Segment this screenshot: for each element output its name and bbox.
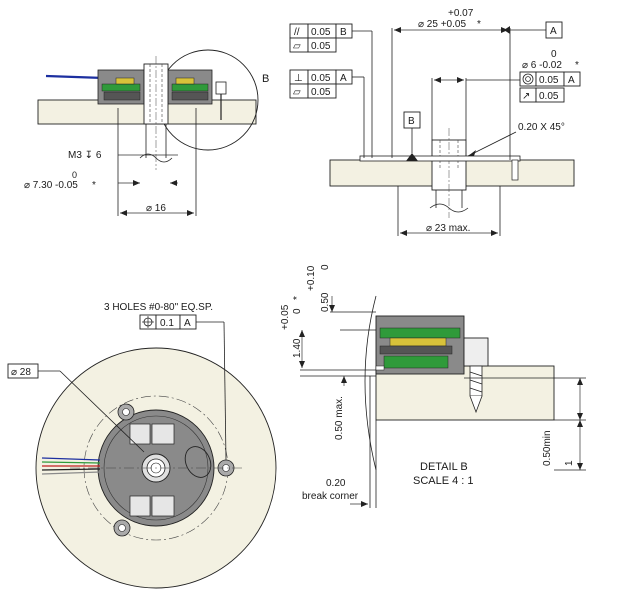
dia6-upper: 0 bbox=[551, 49, 557, 60]
dia6-star: * bbox=[575, 60, 579, 71]
dim-010-zero: 0 bbox=[320, 264, 331, 270]
inner-left bbox=[103, 91, 141, 101]
fcf-flatness-1: ▱ 0.05 bbox=[289, 37, 337, 53]
bottom-left-top-view: ⌀ 28 3 HOLES #0-80" EQ.SP. 0.1 A bbox=[7, 302, 277, 589]
detail-scale: SCALE 4 : 1 bbox=[413, 475, 474, 487]
dim-050-max: 0.50 max. bbox=[334, 396, 345, 440]
dia23: ⌀ 23 max. bbox=[426, 223, 470, 234]
inner-right bbox=[171, 91, 209, 101]
dim-005: +0.05 bbox=[280, 304, 291, 330]
dim-050-min: 0.50min bbox=[542, 430, 553, 466]
svg-text:A: A bbox=[340, 73, 347, 84]
dia25: ⌀ 25 +0.05 bbox=[418, 19, 466, 30]
magnet-right bbox=[175, 77, 195, 85]
dim-1: 1 bbox=[564, 460, 575, 466]
break-value: 0.20 bbox=[326, 478, 346, 489]
cable-bundle bbox=[41, 457, 101, 475]
screw-head bbox=[215, 81, 227, 95]
mounting-hole-1 bbox=[117, 403, 135, 421]
svg-text://: // bbox=[294, 27, 300, 38]
dia25-star: * bbox=[477, 19, 481, 30]
svg-text:0.05: 0.05 bbox=[311, 41, 331, 52]
top-right-section-view: // 0.05 B ▱ 0.05 ⊥ 0.05 A ▱ 0.05 bbox=[289, 8, 581, 236]
disk bbox=[359, 155, 521, 162]
fcf-position: 0.1 A bbox=[139, 314, 197, 330]
dim-140: 1.40 bbox=[292, 338, 303, 358]
fcf-perpendicular: ⊥ 0.05 A bbox=[289, 69, 353, 85]
svg-text:0.05: 0.05 bbox=[311, 87, 331, 98]
svg-text:A: A bbox=[568, 75, 575, 86]
detail-b-view: +0.10 0 0.50 +0.05 0 * 1.40 0.50 max. 0.… bbox=[280, 264, 586, 508]
svg-text:0.05: 0.05 bbox=[311, 27, 331, 38]
dia6: ⌀ 6 -0.02 bbox=[522, 60, 562, 71]
svg-text:B: B bbox=[408, 116, 415, 127]
dim-010: +0.10 bbox=[306, 265, 317, 291]
bore-star: * bbox=[92, 180, 96, 191]
detail-title: DETAIL B bbox=[420, 461, 468, 473]
dim-050: 0.50 bbox=[320, 292, 331, 312]
detail-screw-head bbox=[463, 337, 489, 367]
datum-b-box: B bbox=[403, 111, 421, 129]
detail-b-callout: B bbox=[262, 73, 269, 85]
svg-text:▱: ▱ bbox=[293, 41, 301, 52]
bore-diameter: ⌀ 7.30 -0.05 bbox=[24, 180, 78, 191]
svg-text:⌀ 28: ⌀ 28 bbox=[11, 367, 31, 378]
svg-text:A: A bbox=[550, 26, 557, 37]
svg-text:B: B bbox=[340, 27, 347, 38]
dim-005-star: * bbox=[292, 296, 303, 300]
magnet-left bbox=[115, 77, 135, 85]
mounting-hole-3 bbox=[113, 519, 131, 537]
dim-005-zero: 0 bbox=[292, 308, 303, 314]
datum-a-box: A bbox=[545, 21, 563, 39]
fcf-runout: ↗ 0.05 bbox=[519, 87, 565, 103]
fcf-flatness-2: ▱ 0.05 bbox=[289, 83, 337, 99]
cable bbox=[45, 74, 105, 80]
svg-text:⊥: ⊥ bbox=[294, 73, 303, 84]
chamfer-note: 0.20 X 45° bbox=[518, 122, 565, 133]
break-label: break corner bbox=[302, 491, 359, 502]
holes-note: 3 HOLES #0-80" EQ.SP. bbox=[104, 302, 213, 313]
svg-text:A: A bbox=[184, 318, 191, 329]
detail-boundary bbox=[364, 295, 377, 471]
pcb-right bbox=[171, 83, 209, 92]
dia28-label: ⌀ 28 bbox=[7, 363, 39, 379]
bore-tol-upper: 0 bbox=[72, 170, 77, 180]
fcf-concentric: 0.05 A bbox=[519, 71, 581, 87]
svg-text:↗: ↗ bbox=[522, 91, 530, 102]
thread-note: M3 ↧ 6 bbox=[68, 150, 102, 161]
fcf-parallel: // 0.05 B bbox=[289, 23, 353, 39]
svg-text:▱: ▱ bbox=[293, 87, 301, 98]
svg-text:0.1: 0.1 bbox=[160, 318, 174, 329]
svg-text:0.05: 0.05 bbox=[539, 75, 559, 86]
detail-plate bbox=[375, 365, 555, 421]
top-left-section-view: B M3 ↧ 6 0 ⌀ 7.30 -0.05 * bbox=[24, 49, 269, 216]
pcb-left bbox=[101, 83, 141, 92]
svg-text:0.05: 0.05 bbox=[311, 73, 331, 84]
dia25-upper: +0.07 bbox=[448, 8, 474, 19]
shaft-extension bbox=[145, 124, 167, 158]
svg-text:0.05: 0.05 bbox=[539, 91, 559, 102]
housing-diameter: ⌀ 16 bbox=[146, 203, 166, 214]
